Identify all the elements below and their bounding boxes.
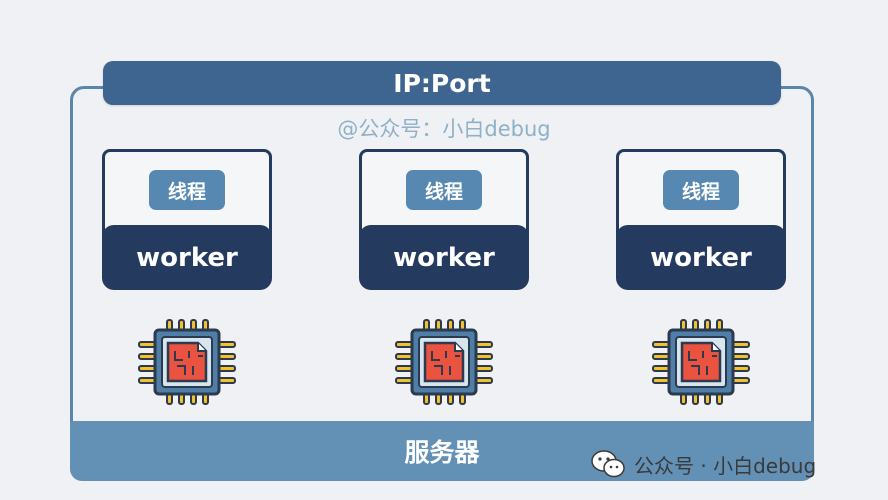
worker-card-2: 线程 worker — [359, 149, 529, 290]
server-bar: 服务器 — [70, 421, 814, 481]
worker-card-1: 线程 worker — [102, 149, 272, 290]
thread-badge: 线程 — [406, 170, 482, 210]
ip-port-label: IP:Port — [393, 68, 491, 98]
server-label: 服务器 — [404, 438, 480, 467]
worker-card-3: 线程 worker — [616, 149, 786, 290]
worker-bar: worker — [616, 225, 786, 290]
thread-badge: 线程 — [663, 170, 739, 210]
wechat-icon — [591, 450, 625, 478]
watermark-top: @公众号：小白debug — [337, 117, 551, 141]
cpu-chip-icon — [138, 319, 236, 405]
watermark-bottom: 公众号 · 小白debug — [590, 446, 816, 482]
worker-bar: worker — [359, 225, 529, 290]
ip-port-bar: IP:Port — [103, 61, 781, 105]
cpu-chip-icon — [652, 319, 750, 405]
worker-bar: worker — [102, 225, 272, 290]
cpu-chip-icon — [395, 319, 493, 405]
watermark-bottom-text: 公众号 · 小白debug — [634, 453, 817, 478]
thread-badge: 线程 — [149, 170, 225, 210]
